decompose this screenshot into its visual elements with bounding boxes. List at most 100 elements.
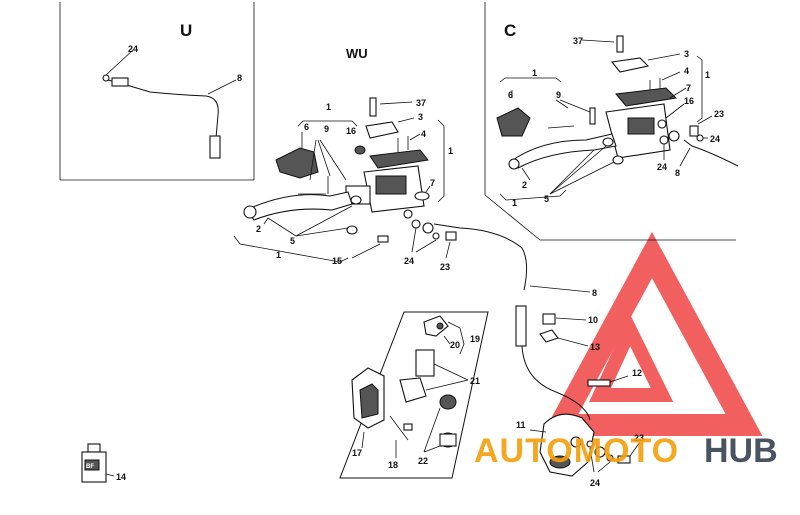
c-bushing-5a <box>602 137 614 147</box>
callout-c-8: 8 <box>675 168 680 178</box>
hose-guide-10 <box>542 313 556 325</box>
main-brake-hose-upper <box>433 223 528 291</box>
kit-pad-spring-b <box>399 377 427 403</box>
u-banjo-fitting <box>111 77 129 87</box>
variant-c-label: C <box>504 21 516 40</box>
wu-banjo <box>422 222 434 234</box>
wu-bracket-6 <box>275 147 319 179</box>
callout-m-13: 13 <box>590 342 600 352</box>
callout-wu-9: 9 <box>324 124 329 134</box>
c-pivot-bolt <box>589 107 596 125</box>
wu-bolt-37 <box>369 97 377 117</box>
callout-c-1c: 1 <box>512 198 517 208</box>
hose-sleeve <box>515 305 527 347</box>
callout-wu-3: 3 <box>418 112 423 122</box>
callout-k-17: 17 <box>352 448 362 458</box>
caliper-washer-a <box>586 440 594 448</box>
kit-pad-spring-a <box>415 349 435 377</box>
caliper-washer-b <box>606 454 614 462</box>
variant-u-label: U <box>180 21 192 40</box>
callout-wu-1a: 1 <box>326 102 331 112</box>
c-clamp-3 <box>610 57 650 73</box>
callout-m-8: 8 <box>592 288 597 298</box>
watermark-text: AUTOMOTO HUB <box>474 432 778 470</box>
c-cap-16 <box>657 119 667 129</box>
callout-m-23: 23 <box>634 433 644 443</box>
c-bushing-5b <box>612 155 624 165</box>
caliper-piston <box>549 455 571 469</box>
c-panel: C 37 3 4 7 16 1 6 1 9 2 <box>484 2 739 241</box>
wu-reservoir-cap <box>369 149 429 169</box>
callout-k-20: 20 <box>450 340 460 350</box>
callout-c-16: 16 <box>684 96 694 106</box>
callout-wu-1b: 1 <box>448 146 453 156</box>
wu-bushing-5a <box>350 195 362 205</box>
c-reservoir-window <box>627 117 655 135</box>
callout-k-21: 21 <box>470 376 480 386</box>
callout-k-22: 22 <box>418 456 428 466</box>
caliper-banjo <box>594 446 606 458</box>
callout-c-2: 2 <box>522 180 527 190</box>
callout-c-7: 7 <box>686 83 691 93</box>
main-brake-hose-lower <box>521 345 591 421</box>
caliper-bleed <box>570 436 582 448</box>
c-bolt-37 <box>616 35 624 53</box>
watermark-brand-left: AUTOMOTO <box>474 432 679 470</box>
bottle-cap <box>87 443 101 453</box>
kit-piston-22a <box>439 394 457 410</box>
wu-washer-b <box>432 232 440 240</box>
c-lever-2 <box>509 133 617 169</box>
callout-k-18: 18 <box>388 460 398 470</box>
callout-c-24b: 24 <box>657 162 667 172</box>
callout-wu-5: 5 <box>290 236 295 246</box>
callout-c-4: 4 <box>684 66 689 76</box>
callout-m-12: 12 <box>632 368 642 378</box>
callout-wu-6: 6 <box>304 122 309 132</box>
wu-reservoir-body <box>375 175 407 195</box>
bottle-label-text: BF <box>86 464 94 470</box>
callout-wu-4: 4 <box>421 129 426 139</box>
callout-c-23: 23 <box>714 109 724 119</box>
kit-panel: 19 20 21 17 18 22 <box>339 311 489 479</box>
c-reservoir-cap <box>615 87 678 107</box>
wu-washer-a <box>411 219 421 229</box>
bolt-12 <box>587 379 611 387</box>
u-panel: U 24 8 <box>59 2 255 181</box>
callout-wu-37: 37 <box>416 98 426 108</box>
wu-bolt-23 <box>445 231 457 241</box>
callout-c-1b: 1 <box>532 68 537 78</box>
callout-c-24a: 24 <box>710 134 720 144</box>
callout-c-37: 37 <box>573 36 583 46</box>
wu-switch-15 <box>377 235 389 243</box>
wu-cap-7 <box>414 191 430 201</box>
callout-c-9: 9 <box>556 90 561 100</box>
wu-lever-2 <box>245 191 353 221</box>
c-banjo <box>668 130 680 142</box>
callout-m-24: 24 <box>590 478 600 488</box>
brake-fluid-bottle: BF 14 <box>81 443 126 483</box>
c-bolt-23 <box>689 125 699 137</box>
kit-pin-18 <box>403 423 413 431</box>
callout-u-8: 8 <box>237 73 242 83</box>
hose-clamp-13 <box>539 329 559 343</box>
callout-wu-1c: 1 <box>276 250 281 260</box>
wu-lever-tip <box>243 205 257 219</box>
callout-wu-16: 16 <box>346 126 356 136</box>
u-hose-fitting <box>209 135 221 159</box>
wu-assembly: WU 1 6 9 16 37 3 4 1 7 <box>233 46 457 272</box>
callout-m-11: 11 <box>516 420 526 430</box>
callout-c-1a: 1 <box>705 70 710 80</box>
caliper-assembly: 11 23 24 <box>516 413 644 488</box>
main-hose: 8 10 13 12 <box>433 223 642 421</box>
bottle-label <box>84 459 100 471</box>
callout-k-19: 19 <box>470 334 480 344</box>
c-washer-24a <box>659 135 669 145</box>
wu-outlet <box>403 209 413 219</box>
c-brake-hose <box>683 139 739 167</box>
callout-wu-7: 7 <box>430 178 435 188</box>
callout-c-5: 5 <box>544 194 549 204</box>
callout-m-14: 14 <box>116 472 126 482</box>
callout-u-24: 24 <box>128 44 138 54</box>
c-bracket-6 <box>496 107 531 137</box>
